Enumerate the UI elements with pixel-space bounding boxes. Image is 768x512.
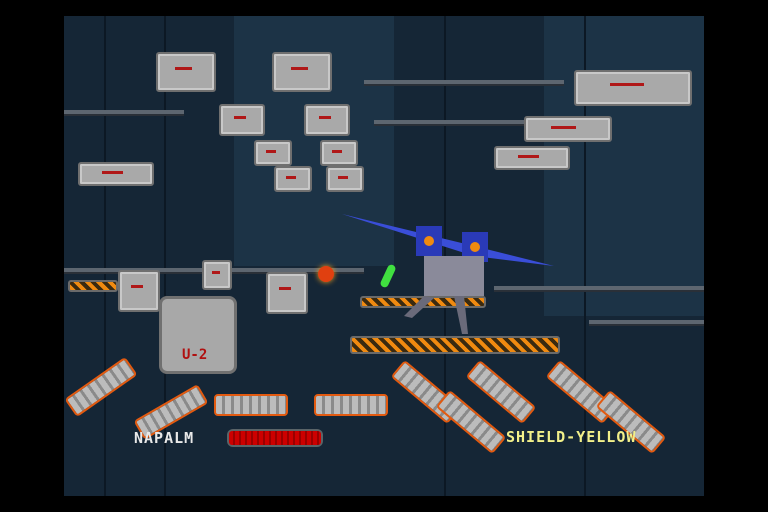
machine-panel — [219, 104, 265, 136]
wall-seam — [164, 16, 166, 496]
mech-leg — [404, 296, 434, 318]
machine-panel — [272, 52, 332, 92]
mech-leg — [454, 296, 468, 334]
mech-eye — [424, 236, 434, 246]
girder — [64, 356, 138, 418]
game-viewport: U-2 NAPALM SHIELD-YELLOW — [64, 16, 704, 496]
player-mech — [342, 214, 554, 334]
hazard-platform — [350, 336, 560, 354]
background-wall — [544, 16, 704, 316]
hazard-platform — [68, 280, 118, 292]
container-u2: U-2 — [159, 296, 237, 374]
machine-panel — [118, 270, 160, 312]
rail — [374, 120, 524, 126]
rail — [364, 80, 564, 86]
machine-panel — [326, 166, 364, 192]
wall-seam — [584, 16, 586, 496]
machine-panel — [274, 166, 312, 192]
machine-panel — [304, 104, 350, 136]
machine-panel — [320, 140, 358, 166]
explosion — [318, 266, 334, 282]
machine-panel — [574, 70, 692, 106]
mech-eye — [470, 242, 480, 252]
shield-status: SHIELD-YELLOW — [506, 428, 637, 446]
girder — [214, 394, 288, 416]
mech-wing — [342, 214, 554, 266]
container-label: U-2 — [182, 347, 208, 363]
girder — [314, 394, 388, 416]
machine-panel — [78, 162, 154, 186]
weapon-energy-fill — [229, 431, 321, 445]
rail — [64, 110, 184, 116]
wall-seam — [104, 16, 106, 496]
rail — [494, 286, 704, 292]
weapon-energy-bar — [227, 429, 323, 447]
machine-panel — [266, 272, 308, 314]
machine-panel — [156, 52, 216, 92]
machine-panel — [254, 140, 292, 166]
weapon-name: NAPALM — [134, 429, 195, 447]
machine-panel — [524, 116, 612, 142]
rail — [589, 320, 704, 326]
machine-panel — [202, 260, 232, 290]
mech-body — [424, 256, 484, 296]
machine-panel — [494, 146, 570, 170]
